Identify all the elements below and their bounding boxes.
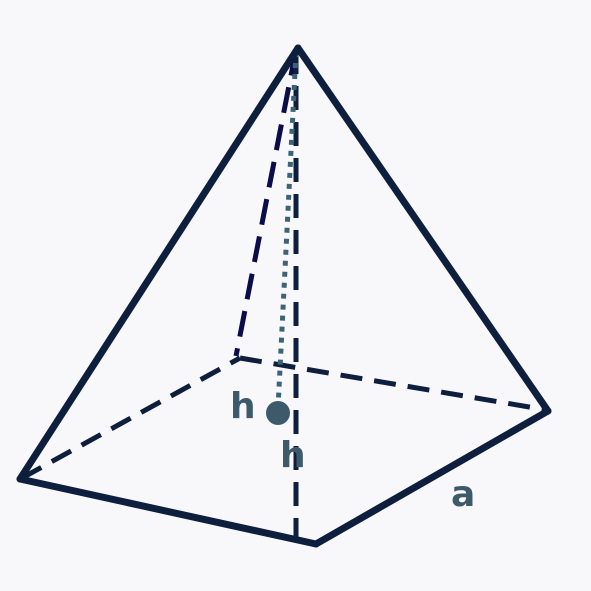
edge-apex-left — [16, 44, 302, 483]
edge-apex-right — [294, 44, 552, 415]
hidden-edge-back-right — [239, 355, 548, 413]
base-center-point — [266, 401, 290, 425]
height-label-axis: h — [280, 435, 306, 476]
hidden-edge-left-back — [20, 355, 242, 481]
height-label-left: h — [230, 386, 256, 427]
edge-base-front-right — [312, 407, 552, 548]
edge-base-front-left — [16, 475, 320, 548]
height-dotted-line — [275, 51, 299, 409]
base-edge-label: a — [451, 474, 475, 515]
hidden-edge-apex-back — [233, 49, 299, 357]
